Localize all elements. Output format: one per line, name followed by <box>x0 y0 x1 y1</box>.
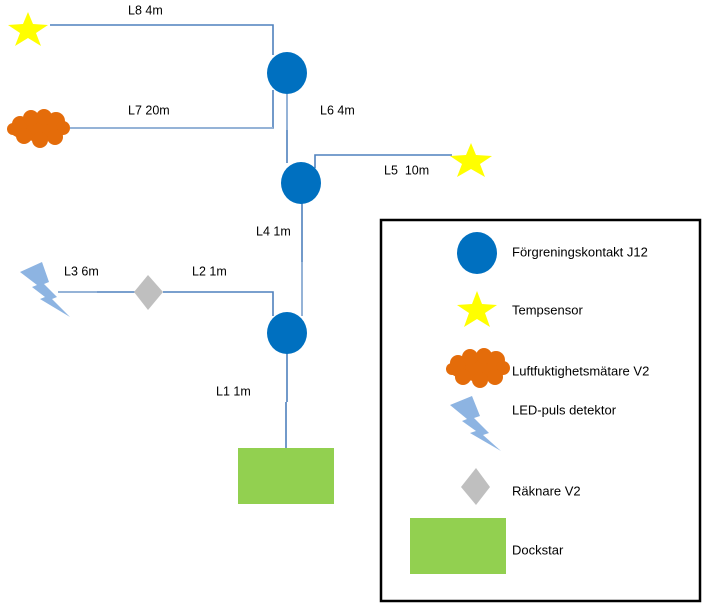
cable-label-L8: L8 4m <box>128 3 163 17</box>
legend-star-icon <box>457 291 497 327</box>
legend-label-connector: Förgreningskontakt J12 <box>512 244 648 259</box>
cable-L7 <box>70 90 274 129</box>
legend-diamond-icon <box>461 468 490 505</box>
legend-label-dockstar: Dockstar <box>512 542 564 557</box>
tempsensor-right-icon <box>450 143 492 177</box>
connector-middle <box>281 162 321 204</box>
legend: Förgreningskontakt J12 Tempsensor Luftfu… <box>379 218 702 603</box>
tempsensor-icon <box>8 12 48 46</box>
connector-top <box>267 52 307 94</box>
cable-label-L3: L3 6m <box>64 264 99 278</box>
legend-cloud-icon <box>446 348 510 388</box>
legend-border <box>379 218 702 603</box>
humidity-sensor-icon <box>7 109 70 148</box>
cable-L8 <box>50 24 274 55</box>
cable-L2 <box>163 291 274 316</box>
legend-label-counter: Räknare V2 <box>512 483 581 498</box>
legend-dockstar-icon <box>410 518 506 574</box>
cable-label-L6: L6 4m <box>320 103 355 117</box>
cable-label-L2: L2 1m <box>192 264 227 278</box>
connector-bottom <box>267 312 307 354</box>
led-detector-icon <box>20 262 70 317</box>
legend-label-humidity: Luftfuktighetsmätare V2 <box>512 363 649 378</box>
cable-L1 <box>285 353 288 448</box>
cable-L5 <box>314 154 452 168</box>
legend-lightning-icon <box>450 396 501 451</box>
cable-label-L7: L7 20m <box>128 103 170 117</box>
counter-icon <box>134 275 163 310</box>
legend-label-led-detector: LED-puls detektor <box>512 402 617 417</box>
legend-connector-icon <box>457 232 497 274</box>
legend-label-tempsensor: Tempsensor <box>512 302 583 317</box>
cable-label-L5: L5 10m <box>384 163 429 177</box>
cable-label-L1: L1 1m <box>216 384 251 398</box>
dockstar-box <box>238 448 334 504</box>
cable-label-L4: L4 1m <box>256 224 291 238</box>
